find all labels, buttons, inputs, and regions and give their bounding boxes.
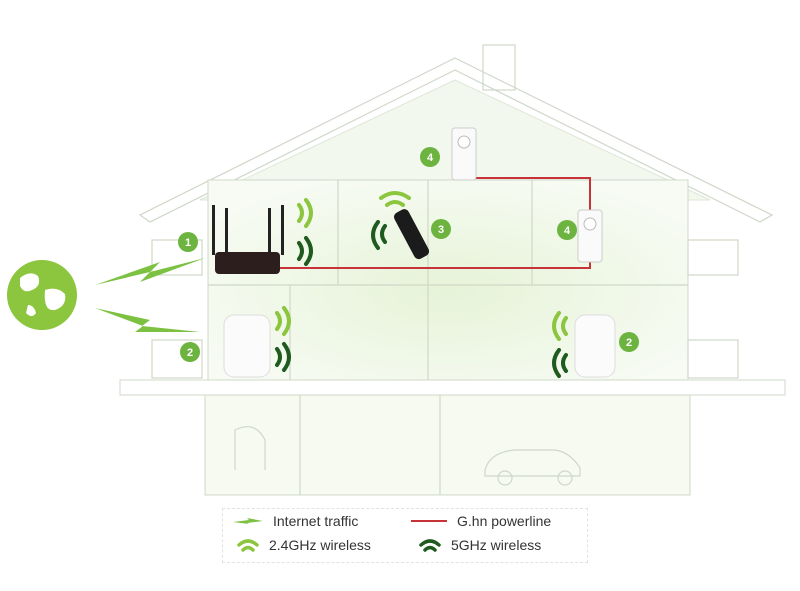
wifi-24ghz-icon [552, 311, 568, 341]
marker-extender-right: 2 [619, 332, 639, 352]
wifi-extender-icon [574, 314, 616, 378]
marker-extender-left: 2 [180, 342, 200, 362]
svg-text:1: 1 [185, 237, 191, 249]
wifi-24ghz-icon [237, 539, 259, 552]
globe-icon [7, 260, 77, 330]
legend-label: 2.4GHz wireless [269, 537, 371, 553]
marker-powerline-attic: 4 [420, 147, 440, 167]
svg-text:2: 2 [187, 347, 193, 359]
legend-label: G.hn powerline [457, 513, 552, 529]
wifi-24ghz-icon [379, 191, 411, 207]
wifi-24ghz-icon [275, 306, 291, 336]
wifi-extender-icon [223, 314, 271, 378]
legend: Internet traffic G.hn powerline 2.4GHz w… [222, 508, 588, 563]
powerline-adapter-icon [577, 209, 603, 263]
powerline-line-icon [411, 520, 447, 522]
legend-internet-traffic: Internet traffic [233, 513, 358, 529]
wifi-5ghz-icon [419, 539, 441, 552]
svg-text:3: 3 [438, 224, 444, 236]
svg-text:4: 4 [564, 225, 571, 237]
wifi-24ghz-icon [297, 198, 313, 228]
wifi-5ghz-icon [297, 236, 313, 266]
internet-traffic-lightning-icon [95, 258, 205, 332]
powerline-adapter-icon [451, 127, 477, 181]
legend-wifi24: 2.4GHz wireless [237, 537, 371, 553]
marker-powerline-upper: 4 [557, 220, 577, 240]
wifi-5ghz-icon [552, 348, 568, 378]
legend-wifi5: 5GHz wireless [419, 537, 541, 553]
svg-text:2: 2 [626, 337, 632, 349]
wifi-5ghz-icon [371, 220, 387, 250]
legend-label: 5GHz wireless [451, 537, 542, 553]
usb-adapter-icon [394, 209, 430, 260]
lightning-icon [233, 518, 263, 524]
router-icon [212, 205, 284, 274]
svg-text:4: 4 [427, 152, 434, 164]
marker-router: 1 [178, 232, 198, 252]
legend-label: Internet traffic [273, 513, 359, 529]
marker-usb-adapter: 3 [431, 219, 451, 239]
wifi-5ghz-icon [275, 342, 291, 372]
legend-powerline: G.hn powerline [411, 513, 551, 529]
